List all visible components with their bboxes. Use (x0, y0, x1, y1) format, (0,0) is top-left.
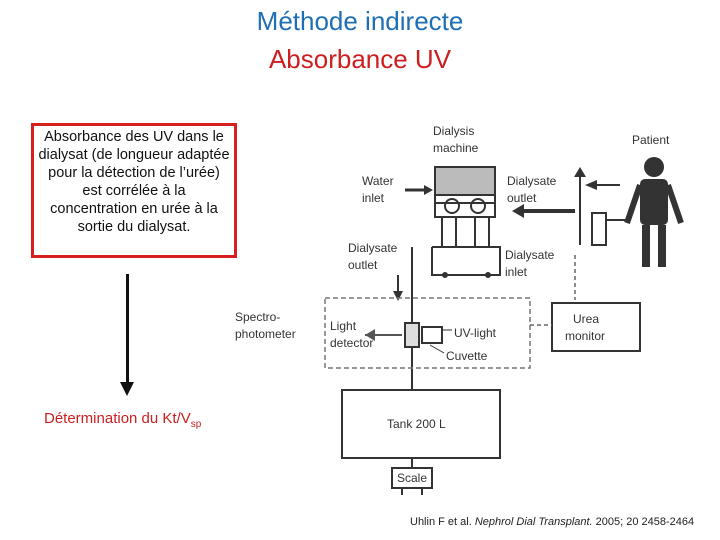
light-detector-label-2: detector (330, 336, 373, 350)
machine-base (431, 246, 501, 276)
result-subscript: sp (190, 419, 202, 430)
description-box: Absorbance des UV dans le dialysat (de l… (31, 123, 237, 258)
urea-monitor (551, 302, 641, 352)
cuvette (404, 322, 420, 348)
patient-head (644, 157, 664, 177)
water-inlet-label-2: inlet (362, 191, 385, 205)
machine-top (434, 166, 496, 196)
scale (391, 467, 433, 489)
tank-label: Tank 200 L (387, 417, 446, 431)
dialysate-outlet-right-label-2: outlet (507, 191, 537, 205)
title-line2: Absorbance UV (268, 44, 452, 74)
urea-monitor-label-1: Urea (573, 312, 599, 326)
dialysate-outlet-left-label-2: outlet (348, 258, 378, 272)
result-label: Détermination du Kt/Vsp (44, 410, 201, 430)
dialysate-inlet-label-1: Dialysate (505, 248, 555, 262)
dialysis-machine-label-1: Dialysis (433, 124, 474, 138)
tank (341, 389, 501, 459)
spectrophotometer-label-2: photometer (235, 327, 296, 341)
result-main: Détermination du Kt/V (44, 410, 191, 427)
dialyzer (591, 212, 607, 246)
machine-valve-right (470, 198, 486, 214)
machine-valve-left (444, 198, 460, 214)
dialysate-outlet-left-label-1: Dialysate (348, 241, 398, 255)
water-inlet-label-1: Water (362, 174, 394, 188)
patient-label: Patient (632, 133, 670, 147)
citation-details: 2005; 20 2458-2464 (595, 516, 695, 528)
down-arrow-icon (120, 382, 134, 396)
dialysis-diagram: Dialysis machine Water inlet Dialysate o… (235, 124, 684, 495)
patient-body (640, 179, 668, 225)
dialysate-inlet-label-2: inlet (505, 265, 528, 279)
cuvette-label: Cuvette (446, 349, 488, 363)
title-line1: Méthode indirecte (256, 6, 464, 36)
citation-author: Uhlin F et al. (410, 516, 472, 528)
spectrophotometer-box (324, 297, 531, 369)
spectrophotometer-label-1: Spectro- (235, 310, 280, 324)
uv-lamp (421, 326, 443, 344)
scale-label: Scale (397, 471, 427, 485)
machine-leg-right (474, 216, 490, 248)
down-arrow-shaft (126, 274, 129, 384)
uv-light-label: UV-light (454, 326, 497, 340)
dialysis-machine-label-2: machine (433, 141, 479, 155)
description-text: Absorbance des UV dans le dialysat (de l… (38, 129, 230, 235)
machine-leg-left (441, 216, 457, 248)
citation: Uhlin F et al. Nephrol Dial Transplant. … (410, 516, 694, 528)
citation-journal: Nephrol Dial Transplant. (474, 516, 593, 528)
light-detector-label-1: Light (330, 319, 357, 333)
urea-monitor-label-2: monitor (565, 329, 605, 343)
dialysate-outlet-right-label-1: Dialysate (507, 174, 557, 188)
